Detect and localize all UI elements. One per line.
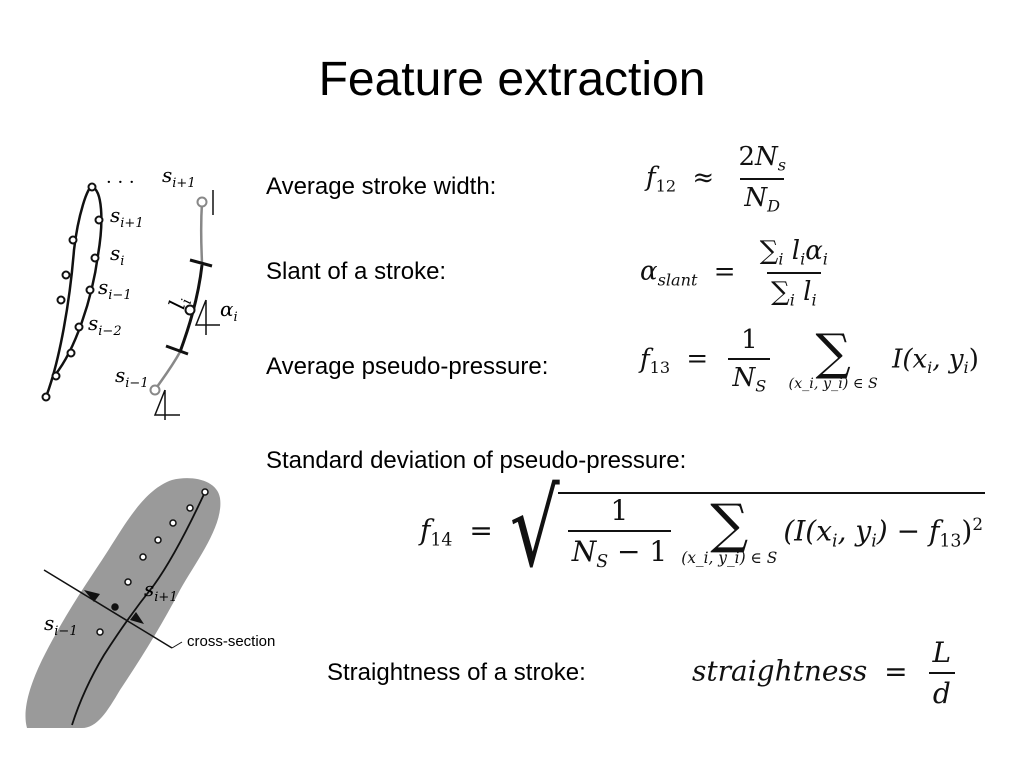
pressure-std-label: Standard deviation of pseudo-pressure: <box>266 447 687 474</box>
slant-stroke-lower <box>153 351 182 391</box>
pressure-label: Average pseudo-pressure: <box>266 353 549 380</box>
s-i-minus-1-bottom-label: si−1 <box>44 611 78 639</box>
stroke-centerline <box>71 491 206 726</box>
slant-label: Slant of a stroke: <box>266 258 447 285</box>
straightness-label: Straightness of a stroke: <box>327 659 586 686</box>
centerline-sample-points <box>96 488 209 636</box>
stroke-width-formula: f12 ≈ 2Ns ND <box>646 142 787 216</box>
straightness-formula: straightness = L d <box>692 636 959 710</box>
cross-section-arrow-right <box>130 612 144 624</box>
stroke-ink-region <box>25 478 221 728</box>
loop-sample-points <box>41 182 104 402</box>
pressure-std-formula: f14 = √ 1 NS − 1 ∑ (x_i, y_i) ∈ S (I(xi,… <box>420 468 986 592</box>
s-i-plus-1-label-a: si+1 <box>110 203 144 231</box>
s-i-minus-2-label: si−2 <box>88 311 122 339</box>
angle-label: αi <box>220 297 238 325</box>
slant-mid-point <box>184 304 196 316</box>
s-i-plus-1-bottom-label: si+1 <box>144 577 178 605</box>
pressure-formula: f13 = 1 NS ∑ (x_i, y_i) ∈ S I(xi, yi) <box>640 322 979 396</box>
cross-section-line <box>43 569 173 649</box>
s-i-label: si <box>110 241 124 269</box>
angle-mark-lower <box>153 389 180 420</box>
stroke-segments-diagram: · · · si+1 si si−1 si−2 si+1 si−1 li αi <box>41 163 238 420</box>
slant-end-point-top <box>196 196 208 208</box>
s-i-minus-1-label-b: si−1 <box>115 363 149 391</box>
slant-stroke-upper <box>199 201 204 266</box>
cross-section-label: cross-section <box>187 633 275 650</box>
length-tick-bottom <box>165 344 189 356</box>
dots-label: · · · <box>106 172 135 193</box>
cross-section-diagram: si+1 si−1 cross-section <box>25 478 275 728</box>
s-i-plus-1-label-b: si+1 <box>162 163 196 191</box>
stroke-width-label: Average stroke width: <box>266 173 497 200</box>
cross-section-pointer <box>171 641 183 649</box>
s-i-minus-1-label: si−1 <box>98 275 132 303</box>
angle-mark-upper <box>194 299 220 335</box>
length-tick-top <box>189 258 213 268</box>
slant-end-point-bottom <box>149 384 161 396</box>
slant-formula: αslant = ∑i liαi ∑i li <box>640 236 828 310</box>
slide-title: Feature extraction <box>318 53 706 106</box>
cross-section-arrow-left <box>84 590 100 602</box>
